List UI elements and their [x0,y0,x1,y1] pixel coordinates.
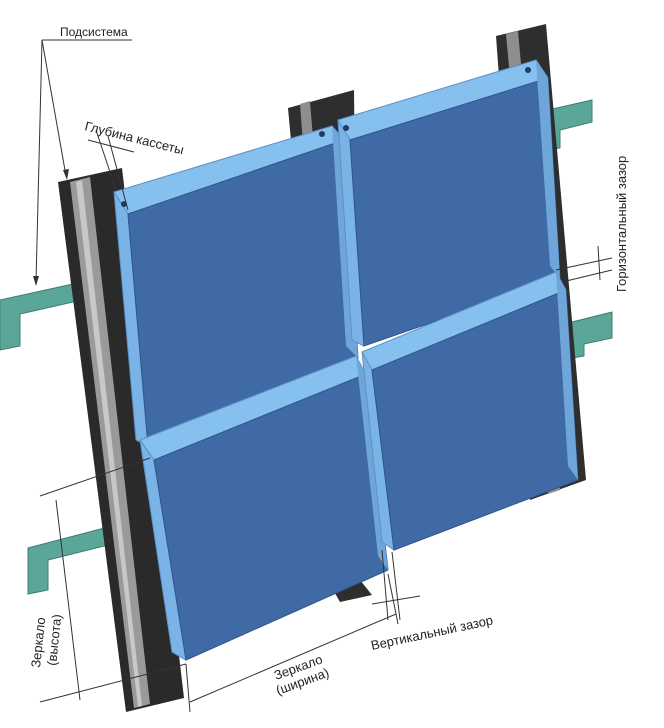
vertical-profile-left [58,168,184,712]
cassette-panels [113,59,579,661]
fastening-hole [525,67,531,73]
rail-left-upper [0,281,83,351]
fastening-hole [319,131,325,137]
cassette-top-right [337,59,561,347]
cassette-top-left [113,125,359,447]
label-mirror-height-1: Зеркало [28,617,48,669]
cassette-bottom-right [361,271,579,552]
label-subsystem: Подсистема [60,25,128,39]
rail-right-lower [571,311,613,359]
fastening-hole [343,125,349,131]
label-mirror-height-2: (высота) [44,613,64,666]
label-horizontal-gap: Горизонтальный зазор [614,156,629,292]
rail-left-lower [27,525,113,595]
annotation-lines [33,39,613,713]
